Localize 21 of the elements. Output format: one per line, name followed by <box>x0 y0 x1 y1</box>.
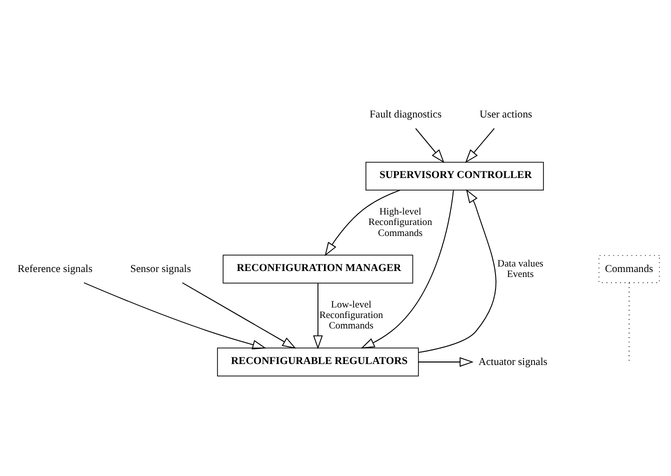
node-text: Fault diagnostics <box>370 108 442 120</box>
node-box: SUPERVISORY CONTROLLER <box>366 161 544 190</box>
arrow <box>324 189 400 256</box>
node-text: Sensor signals <box>130 263 191 274</box>
node-box: RECONFIGURABLE REGULATORS <box>217 347 419 376</box>
node-box: RECONFIGURATION MANAGER <box>222 254 414 283</box>
edge-label: High-level Reconfiguration Commands <box>368 206 432 238</box>
edge-label: Data values Events <box>497 258 544 280</box>
node-text: User actions <box>480 108 532 120</box>
node-box: Commands <box>598 254 660 283</box>
arrow <box>313 282 323 349</box>
arrow <box>415 127 444 163</box>
arrow <box>418 356 474 366</box>
arrow <box>182 282 296 348</box>
node-text: Actuator signals <box>478 356 548 368</box>
arrow <box>418 188 496 352</box>
arrow <box>83 282 266 349</box>
arrow <box>465 127 495 163</box>
edge-label: Low-level Reconfiguration Commands <box>319 299 384 332</box>
arrow <box>360 189 454 348</box>
node-text: Reference signals <box>18 263 92 274</box>
